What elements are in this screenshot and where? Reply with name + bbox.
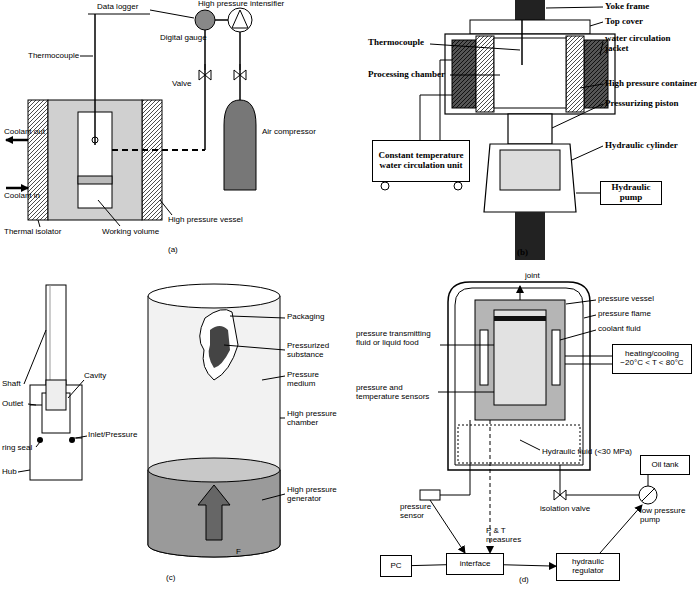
part-label: Processing chamber xyxy=(368,70,445,80)
part-label: Working volume xyxy=(102,228,159,237)
part-label: Hydraulic cylinder xyxy=(605,141,678,151)
part-label: Air compressor xyxy=(262,128,316,137)
part-label: isolation valve xyxy=(540,505,590,514)
part-label: Cavity xyxy=(84,372,106,381)
part-label: P & T measures xyxy=(486,527,522,545)
part-label: Coolant in xyxy=(4,192,40,201)
equipment-box: interface xyxy=(446,553,504,575)
equipment-box: hydraulic regulator xyxy=(556,553,620,581)
signal-line xyxy=(412,564,446,566)
box-text: PC xyxy=(390,562,401,571)
part-label: pressure transmitting fluid or liquid fo… xyxy=(356,330,440,348)
part-label: (c) xyxy=(166,574,175,583)
signal-line xyxy=(504,565,556,566)
part-label: Pressure medium xyxy=(287,371,345,389)
part-label: coolant fluid xyxy=(598,325,641,334)
part-label: Thermal isolator xyxy=(4,228,61,237)
part-label: Inlet/Pressure xyxy=(88,431,137,440)
part-label: High pressure vessel xyxy=(168,216,243,225)
equipment-box: heating/cooling −20°C < T < 80°C xyxy=(612,344,692,374)
part-label: pressure vessel xyxy=(598,295,654,304)
part-label: High pressure chamber xyxy=(287,410,345,428)
part-label: pressure sensor xyxy=(400,503,440,521)
part-label: low pressure pump xyxy=(640,507,688,525)
equipment-box: Constant temperature water circulation u… xyxy=(372,140,470,182)
part-label: Thermocouple xyxy=(28,52,79,61)
part-label: Digital gauge xyxy=(160,34,207,43)
part-label: Coolant out xyxy=(4,128,45,137)
panel-d-drawing xyxy=(420,282,657,553)
part-label: ring seal xyxy=(2,444,32,453)
part-label: pressure flame xyxy=(598,310,651,319)
part-label: Valve xyxy=(172,80,191,89)
part-label: Top cover xyxy=(605,17,643,27)
equipment-box: PC xyxy=(380,555,412,577)
part-label: Packaging xyxy=(287,313,347,322)
part-label: pressure and temperature sensors xyxy=(356,384,436,402)
part-label: water circulation jacket xyxy=(605,34,685,54)
part-label: Outlet xyxy=(2,400,23,409)
box-text: hydraulic regulator xyxy=(559,558,617,576)
part-label: Pressurized substance xyxy=(287,342,345,360)
part-label: Hub xyxy=(2,468,17,477)
part-label: F xyxy=(236,548,241,557)
box-text: interface xyxy=(460,560,491,569)
part-label: (b) xyxy=(517,248,528,258)
panel-c-drawing xyxy=(18,284,285,557)
equipment-box: Hydraulic pump xyxy=(600,181,662,205)
part-label: Pressurizing piston xyxy=(605,99,679,109)
part-label: Data logger xyxy=(97,3,138,12)
part-label: High pressure intensifier xyxy=(198,0,284,9)
part-label: joint xyxy=(525,272,540,281)
part-label: High pressure generator xyxy=(287,486,345,504)
equipment-box: Oil tank xyxy=(640,455,690,475)
part-label: Thermocouple xyxy=(368,38,424,48)
part-label: High pressure container xyxy=(605,79,697,89)
part-label: Yoke frame xyxy=(605,2,649,12)
panel-a-drawing xyxy=(6,8,256,227)
box-text: heating/cooling −20°C < T < 80°C xyxy=(615,350,689,368)
part-label: Hydraulic fluid (<30 MPa) xyxy=(542,448,632,457)
box-text: Oil tank xyxy=(651,461,678,470)
part-label: (a) xyxy=(168,246,178,255)
box-text: Constant temperature water circulation u… xyxy=(375,151,467,171)
part-label: Shaft xyxy=(2,380,21,389)
box-text: Hydraulic pump xyxy=(603,183,659,203)
part-label: (d) xyxy=(519,576,529,585)
